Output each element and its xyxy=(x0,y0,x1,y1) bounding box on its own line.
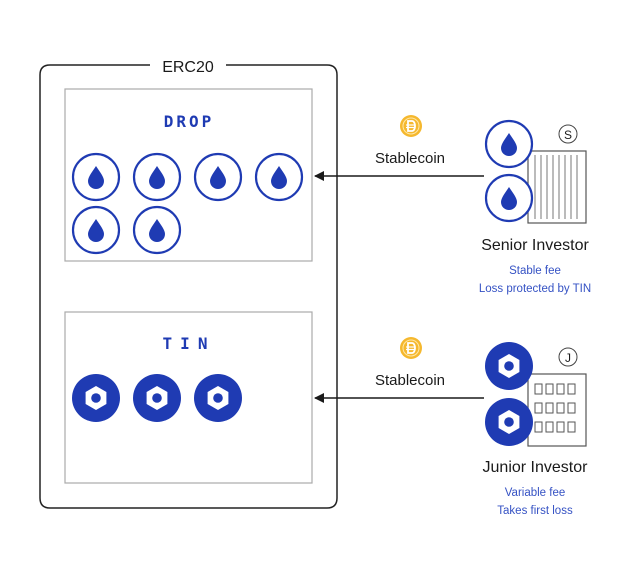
tin-token-group xyxy=(72,374,242,422)
drop-token-icon xyxy=(132,152,182,202)
senior-badge-letter: S xyxy=(564,128,572,142)
tin-token-icon xyxy=(194,374,242,422)
senior-drop-token-icon xyxy=(484,173,534,223)
senior-investor-name: Senior Investor xyxy=(481,237,589,254)
tin-token-icon xyxy=(133,374,181,422)
junior-note-1: Variable fee xyxy=(505,487,566,499)
senior-note-1: Stable fee xyxy=(509,265,561,277)
junior-building-icon xyxy=(527,373,587,447)
tin-box xyxy=(64,311,313,484)
tin-title: TIN xyxy=(163,334,216,353)
junior-badge: J xyxy=(558,347,578,367)
senior-drop-token-icon xyxy=(484,119,534,169)
drop-token-icon xyxy=(71,152,121,202)
drop-token-group xyxy=(71,152,304,255)
senior-stablecoin-coin-icon xyxy=(399,114,423,138)
drop-token-icon xyxy=(132,205,182,255)
drop-box xyxy=(64,88,313,262)
senior-badge: S xyxy=(558,124,578,144)
senior-flow-label: Stablecoin xyxy=(375,150,445,167)
drop-title: DROP xyxy=(164,112,215,131)
junior-badge-letter: J xyxy=(565,351,571,365)
erc20-container xyxy=(39,64,338,509)
senior-note-2: Loss protected by TIN xyxy=(479,283,591,295)
junior-flow-label: Stablecoin xyxy=(375,372,445,389)
drop-token-icon xyxy=(254,152,304,202)
junior-investor-name: Junior Investor xyxy=(483,459,589,476)
tin-token-icon xyxy=(72,374,120,422)
drop-token-icon xyxy=(71,205,121,255)
junior-stablecoin-coin-icon xyxy=(399,336,423,360)
junior-tin-token-icon xyxy=(485,342,533,390)
drop-token-icon xyxy=(193,152,243,202)
junior-note-2: Takes first loss xyxy=(497,505,573,517)
senior-building-icon xyxy=(527,150,587,224)
junior-tin-token-icon xyxy=(485,398,533,446)
erc20-title: ERC20 xyxy=(162,59,214,76)
